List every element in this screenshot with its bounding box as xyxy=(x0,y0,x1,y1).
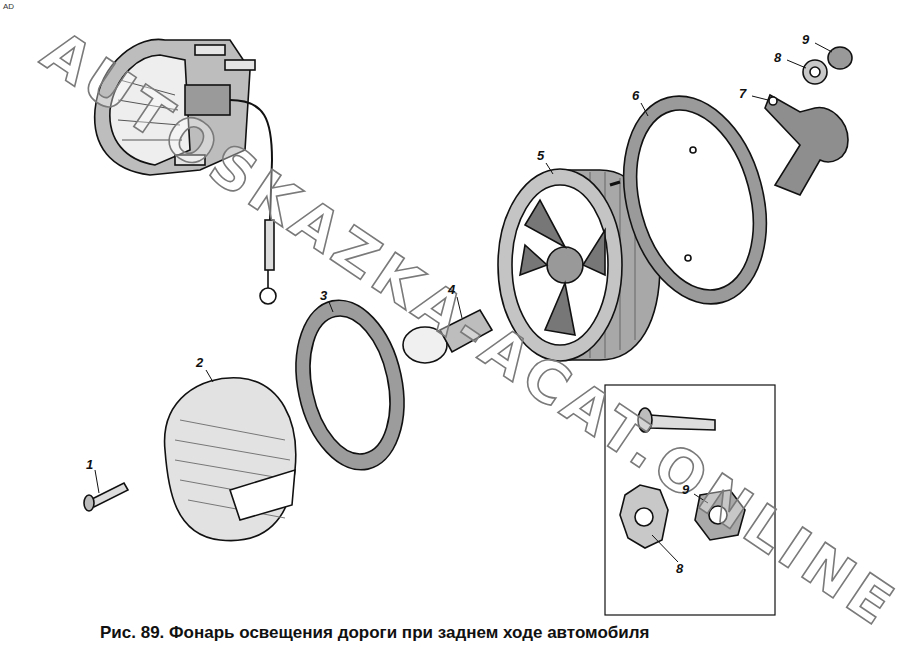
callout-number: 2 xyxy=(196,356,203,369)
callout-number: 8 xyxy=(774,51,781,64)
callout-number: 9 xyxy=(682,483,689,496)
callout-number: 8 xyxy=(676,562,683,575)
callout-number: 3 xyxy=(320,289,327,302)
callout-number: 5 xyxy=(537,149,544,162)
callout-number: 9 xyxy=(802,33,809,46)
callout-number: 6 xyxy=(632,89,639,102)
callout-number: 4 xyxy=(448,283,455,296)
corner-mark: AD xyxy=(3,3,14,11)
figure-caption: Рис. 89. Фонарь освещения дороги при зад… xyxy=(100,624,649,643)
callout-number: 1 xyxy=(86,458,93,471)
callout-number: 7 xyxy=(739,87,746,100)
